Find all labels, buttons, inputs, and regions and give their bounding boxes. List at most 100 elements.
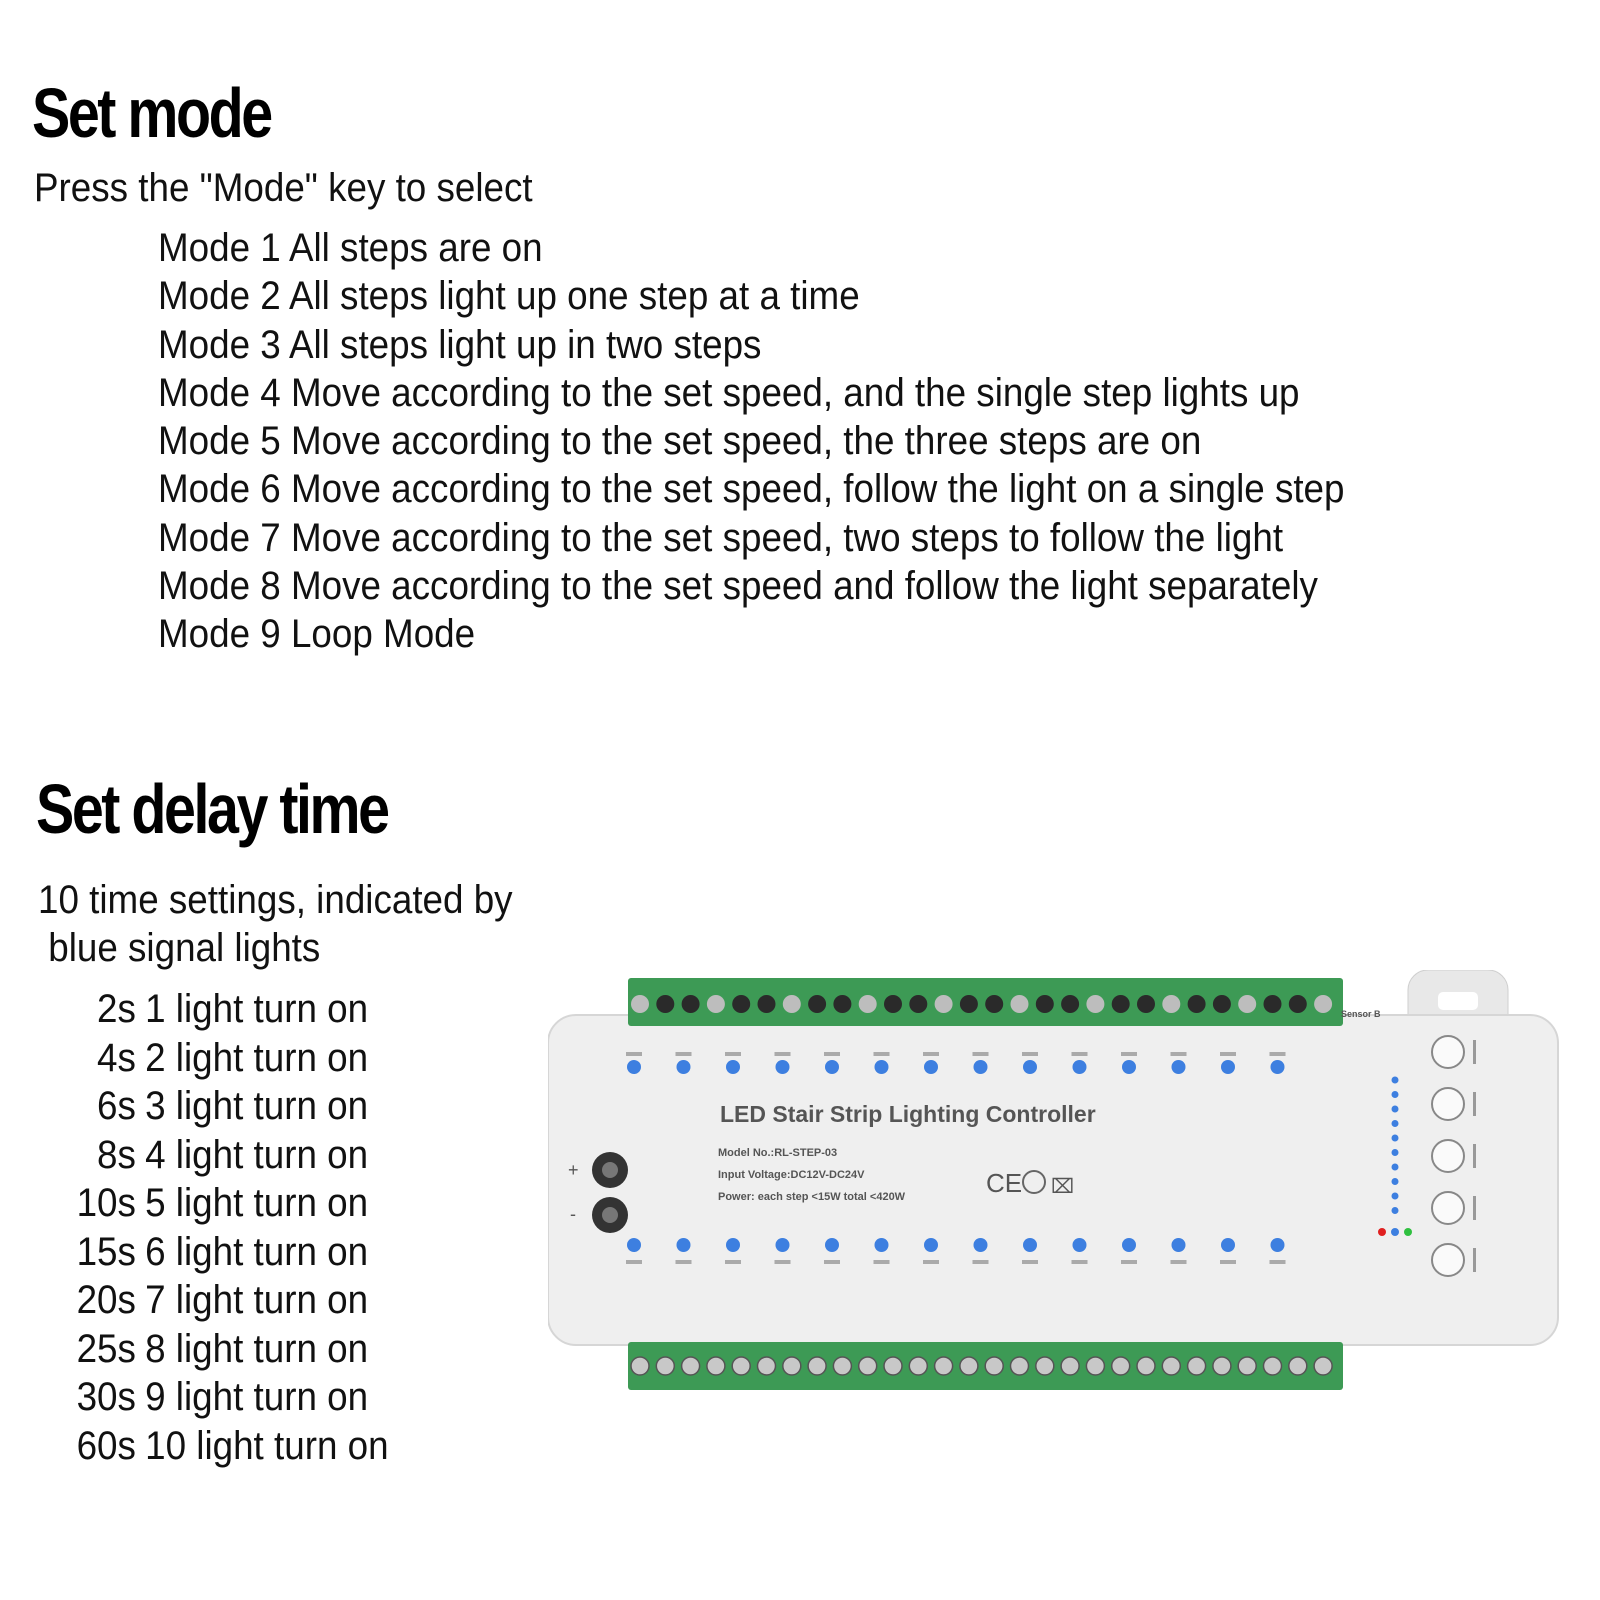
sensor-label: Sensor B (1341, 1009, 1381, 1019)
led-indicator (874, 1060, 889, 1074)
control-button (1431, 1087, 1465, 1121)
led-indicator (825, 1238, 839, 1252)
delay-time: 2s (97, 987, 136, 1031)
terminal-screw (757, 995, 776, 1013)
terminal-screws-top (631, 995, 1333, 1013)
led-indicator (726, 1238, 740, 1252)
terminal-screw (680, 1356, 701, 1376)
led-indicator (1270, 1060, 1285, 1074)
led-indicator (1072, 1238, 1087, 1252)
led-label (1071, 1052, 1088, 1056)
recycle-bin-icon: ⌧ (1051, 1176, 1074, 1198)
led-indicator (1221, 1060, 1235, 1074)
terminal-screw (1086, 995, 1105, 1013)
terminal-screw (1136, 1356, 1156, 1376)
delay-time: 30s (76, 1375, 136, 1419)
terminal-screw (1313, 1356, 1333, 1376)
led-indicator (676, 1060, 691, 1074)
control-button (1431, 1243, 1465, 1277)
terminal-screw (656, 995, 675, 1013)
button-label-mark (1473, 1248, 1476, 1272)
led-indicators-top (626, 1052, 1286, 1074)
led-label (1220, 1260, 1236, 1264)
list-item: Mode 3 All steps light up in two steps (158, 322, 762, 367)
led-indicator (1122, 1060, 1136, 1074)
terminal-screw (1187, 995, 1206, 1013)
led-indicator (1171, 1060, 1186, 1074)
led-label (1071, 1260, 1088, 1264)
delay-label: 6 light turn on (145, 1229, 369, 1274)
led-label (824, 1260, 840, 1264)
delay-label: 2 light turn on (145, 1035, 369, 1080)
minus-mark: - (570, 1204, 576, 1224)
list-item: Mode 9 Loop Mode (158, 612, 476, 657)
led-indicator (1171, 1238, 1186, 1252)
led-indicator (924, 1238, 938, 1252)
terminal-screw (1161, 1356, 1182, 1376)
delay-time: 10s (76, 1181, 136, 1225)
led-indicator (676, 1238, 691, 1252)
terminal-screw (1212, 995, 1231, 1013)
control-button (1431, 1191, 1465, 1225)
terminal-screw (1314, 995, 1333, 1013)
signal-light (1391, 1178, 1399, 1185)
terminal-screw (1085, 1356, 1106, 1376)
device-voltage: Input Voltage:DC12V-DC24V (718, 1169, 865, 1181)
ce-mark: CE (986, 1168, 1022, 1198)
terminal-screw (1262, 1356, 1283, 1376)
cert-icon (1022, 1170, 1046, 1194)
device-power: Power: each step <15W total <420W (718, 1191, 906, 1203)
terminal-screw (984, 1356, 1004, 1376)
led-indicator (1072, 1060, 1087, 1074)
mounting-hole (1438, 992, 1478, 1010)
terminal-screw (1237, 1356, 1257, 1376)
led-label (1170, 1052, 1187, 1056)
delay-intro-line-2: blue signal lights (38, 926, 321, 970)
control-button (1431, 1139, 1465, 1173)
set-mode-heading: Set mode (32, 74, 273, 152)
set-delay-heading: Set delay time (36, 770, 390, 848)
terminal-screw (756, 1356, 777, 1376)
led-label (923, 1052, 939, 1056)
led-indicator (627, 1060, 641, 1074)
led-label (1170, 1260, 1187, 1264)
led-indicator (726, 1060, 740, 1074)
delay-label: 5 light turn on (145, 1181, 369, 1225)
terminal-screw (1061, 995, 1080, 1013)
led-label (824, 1052, 840, 1056)
controller-device-image: + - LED Stair Strip Lighting Controller … (548, 970, 1559, 1390)
terminal-screw (933, 1356, 954, 1376)
led-indicators-bottom (626, 1238, 1286, 1264)
signal-light (1391, 1091, 1399, 1098)
terminal-screw (1288, 1356, 1308, 1376)
signal-light (1391, 1105, 1399, 1113)
terminal-screw (1035, 1356, 1055, 1376)
terminal-screw (832, 1356, 853, 1376)
led-indicator (1270, 1238, 1285, 1252)
terminal-screw (1010, 995, 1029, 1013)
led-label (675, 1052, 692, 1056)
led-indicator (1023, 1238, 1037, 1252)
delay-label: 8 light turn on (145, 1326, 369, 1371)
device-title: LED Stair Strip Lighting Controller (720, 1101, 1096, 1127)
terminal-screw (1009, 1356, 1030, 1376)
terminal-screw (630, 1356, 650, 1376)
signal-light (1391, 1207, 1399, 1214)
terminal-screw (732, 995, 751, 1013)
terminal-screw (1186, 1356, 1207, 1376)
terminal-screw (1060, 1356, 1080, 1376)
list-item: Mode 4 Move according to the set speed, … (158, 370, 1300, 415)
delay-time: 60s (76, 1423, 136, 1468)
terminal-screw (782, 1356, 802, 1376)
terminal-screw (1035, 995, 1054, 1013)
terminal-screw (934, 995, 953, 1013)
led-indicator (627, 1238, 641, 1252)
led-label (873, 1052, 890, 1056)
delay-label: 10 light turn on (145, 1423, 389, 1468)
